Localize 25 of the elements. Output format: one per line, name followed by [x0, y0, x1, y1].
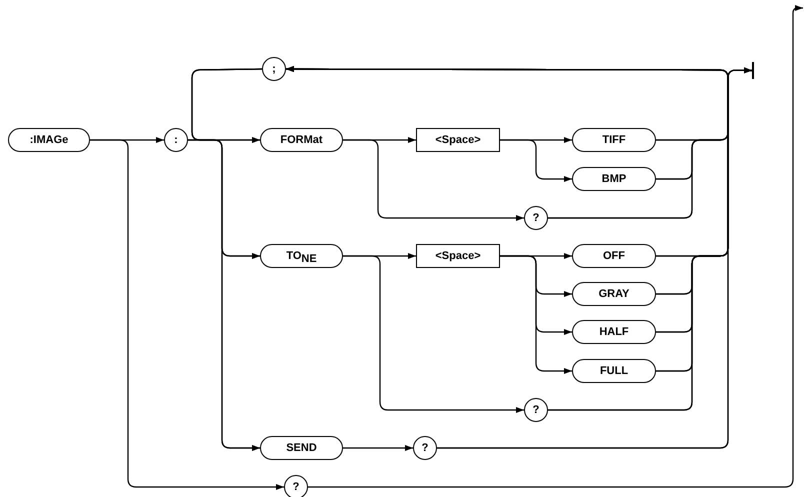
symbol-circle: ;: [262, 57, 286, 81]
keyword-pill: SEND: [260, 436, 343, 460]
arrow: [343, 445, 413, 451]
arrow: [343, 139, 524, 221]
keyword-pill: BMP: [572, 167, 656, 191]
arrow: [343, 255, 524, 413]
keyword-pill: FULL: [572, 359, 656, 383]
arrow: [500, 139, 572, 182]
keyword-pill: OFF: [572, 244, 656, 268]
parameter-box: <Space>: [416, 244, 500, 268]
symbol-circle: ?: [284, 475, 308, 497]
arrow: [500, 255, 572, 374]
symbol-circle: ?: [524, 398, 548, 422]
parameter-box: <Space>: [416, 128, 500, 152]
symbol-circle: ?: [524, 206, 548, 230]
arrow: [90, 139, 284, 490]
arrow: [191, 68, 262, 451]
symbol-circle: :: [164, 128, 188, 152]
symbol-circle: ?: [413, 436, 437, 460]
arrow: [308, 5, 804, 488]
keyword-pill: GRAY: [572, 282, 656, 306]
keyword-pill: TIFF: [572, 128, 656, 152]
keyword-pill: FORMat: [260, 128, 343, 152]
keyword-pill: HALF: [572, 320, 656, 344]
keyword-pill: :IMAGe: [8, 128, 90, 152]
